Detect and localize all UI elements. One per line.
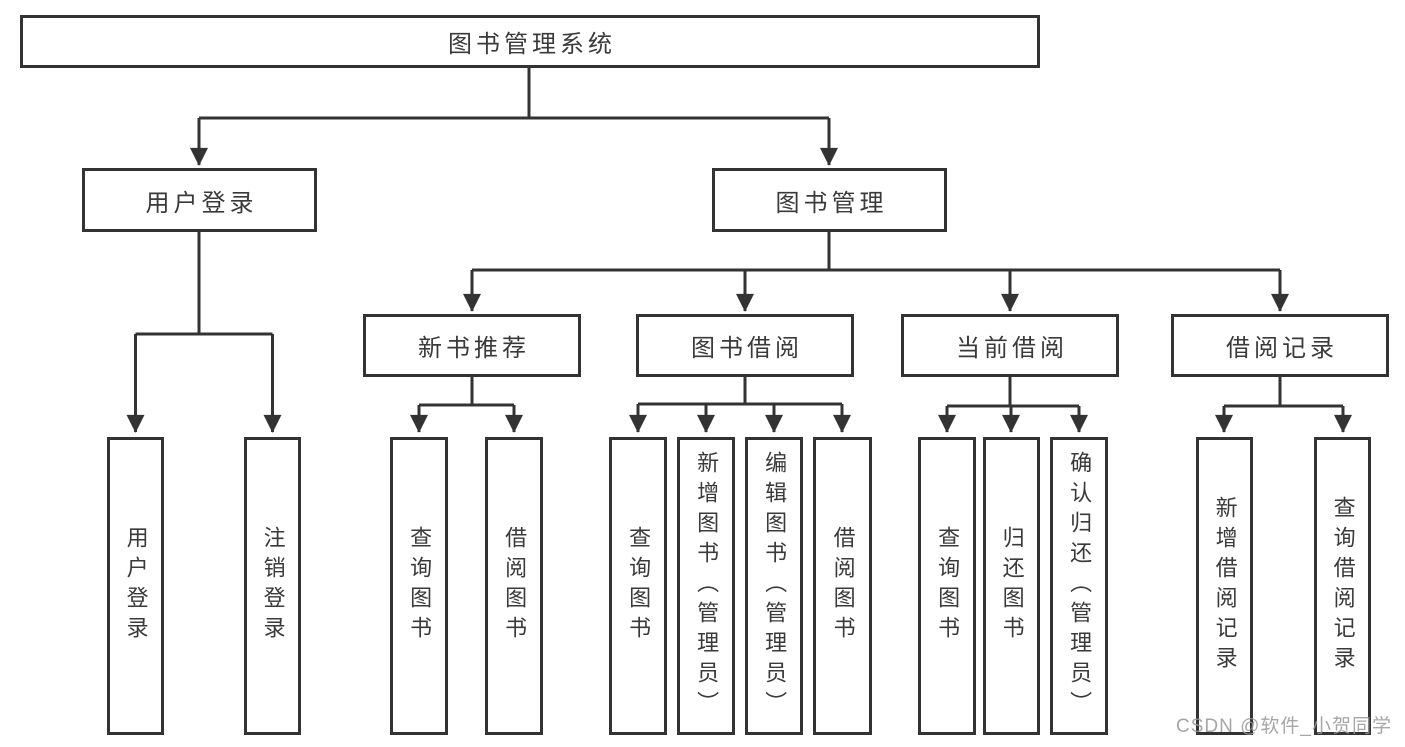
csdn-watermark: CSDN @软件_小贺同学 — [1176, 716, 1392, 737]
leaf-query-borrow-record: 查询借阅记录 — [1314, 437, 1371, 735]
node-root: 图书管理系统 — [20, 15, 1040, 68]
edge-arrows — [126, 118, 1352, 433]
leaf-user-login: 用户登录 — [107, 437, 164, 735]
leaf-add-borrow-record: 新增借阅记录 — [1196, 437, 1253, 735]
leaf-borrow-books-1: 借阅图书 — [485, 437, 543, 735]
node-label: 借阅记录 — [1226, 335, 1338, 362]
leaf-edit-book-admin: 编辑图书（管理员） — [745, 437, 803, 735]
leaf-label: 编辑图书（管理员） — [762, 451, 788, 721]
leaf-add-book-admin: 新增图书（管理员） — [677, 437, 735, 735]
node-book-borrowing: 图书借阅 — [636, 314, 854, 377]
node-user-login-group: 用户登录 — [82, 168, 317, 232]
node-borrowing-records: 借阅记录 — [1171, 314, 1389, 377]
leaf-label: 归还图书 — [999, 526, 1025, 646]
leaf-label: 借阅图书 — [830, 526, 856, 646]
leaf-borrow-books-2: 借阅图书 — [813, 437, 872, 735]
node-book-management: 图书管理 — [712, 168, 947, 232]
leaf-logout: 注销登录 — [244, 437, 301, 735]
leaf-label: 新增借阅记录 — [1212, 496, 1238, 676]
leaf-confirm-return-admin: 确认归还（管理员） — [1050, 437, 1108, 735]
node-current-borrowing: 当前借阅 — [901, 314, 1119, 377]
node-new-book-recommend: 新书推荐 — [363, 314, 581, 377]
node-label: 当前借阅 — [956, 335, 1068, 362]
leaf-label: 确认归还（管理员） — [1067, 451, 1093, 721]
leaf-label: 注销登录 — [260, 526, 286, 646]
leaf-label: 查询借阅记录 — [1330, 496, 1356, 676]
leaf-label: 查询图书 — [407, 526, 433, 646]
leaf-label: 用户登录 — [123, 526, 149, 646]
leaf-label: 新增图书（管理员） — [694, 451, 720, 721]
node-label: 新书推荐 — [418, 335, 530, 362]
leaf-label: 借阅图书 — [502, 526, 528, 646]
leaf-label: 查询图书 — [626, 526, 652, 646]
leaf-query-books-1: 查询图书 — [390, 437, 448, 735]
node-label: 用户登录 — [145, 189, 258, 217]
leaf-query-books-2: 查询图书 — [609, 437, 667, 735]
leaf-query-books-3: 查询图书 — [918, 437, 976, 735]
leaf-return-book: 归还图书 — [983, 437, 1040, 735]
leaf-label: 查询图书 — [935, 526, 961, 646]
node-root-label: 图书管理系统 — [448, 31, 616, 58]
node-label: 图书管理 — [775, 189, 888, 217]
node-label: 图书借阅 — [691, 335, 803, 362]
